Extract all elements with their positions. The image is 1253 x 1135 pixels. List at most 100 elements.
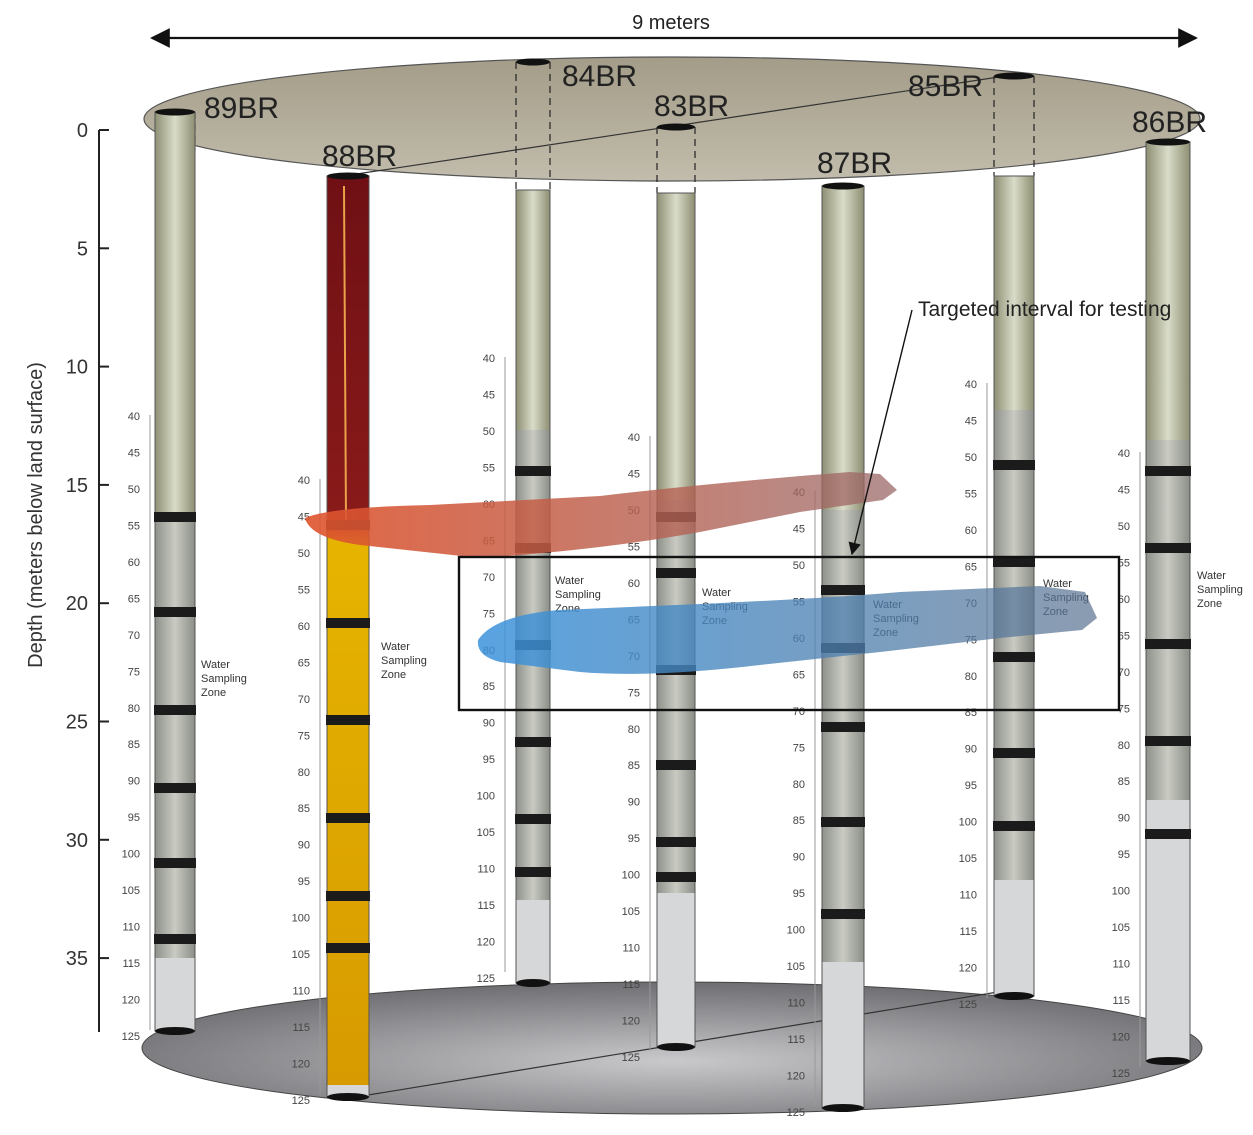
scale-tick-label: 125 — [1112, 1068, 1130, 1080]
scale-tick-label: 105 — [292, 949, 310, 961]
scale-tick-label: 115 — [292, 1022, 310, 1034]
zone-label: Zone — [1197, 598, 1222, 610]
packer-marker — [993, 460, 1035, 470]
scale-tick-label: 40 — [965, 379, 977, 391]
packer-marker — [515, 867, 551, 877]
scale-tick-label: 125 — [622, 1052, 640, 1064]
scale-tick-label: 50 — [793, 560, 805, 572]
rock-core — [155, 515, 195, 958]
rock-core — [657, 500, 695, 893]
scale-tick-label: 60 — [965, 525, 977, 537]
upper-core — [516, 190, 550, 430]
scale-tick-label: 45 — [1118, 484, 1130, 496]
televiewer-log — [327, 176, 369, 1085]
scale-tick-label: 95 — [483, 754, 495, 766]
scale-tick-label: 110 — [122, 922, 140, 934]
scale-tick-label: 55 — [298, 584, 310, 596]
scale-tick-label: 110 — [622, 943, 640, 955]
scale-tick-label: 105 — [787, 961, 805, 973]
borehole-top-cap — [657, 123, 695, 131]
targeted-interval-arrow — [848, 309, 913, 556]
scale-tick-label: 80 — [298, 767, 310, 779]
top-disk — [143, 56, 1201, 182]
blue-target-layer — [477, 586, 1097, 674]
scale-tick-label: 40 — [483, 353, 495, 365]
scale-tick-label: 115 — [1112, 995, 1130, 1007]
scale-tick-label: 80 — [628, 724, 640, 736]
upper-core — [657, 193, 695, 500]
packer-marker — [1145, 466, 1191, 476]
scale-tick-label: 75 — [298, 730, 310, 742]
borehole-label: 84BR — [562, 60, 637, 93]
scale-tick-label: 120 — [292, 1059, 310, 1071]
scale-tick-label: 50 — [1118, 521, 1130, 533]
scale-tick-label: 125 — [787, 1107, 805, 1119]
scale-tick-label: 90 — [128, 776, 140, 788]
zone-label: Water — [381, 641, 410, 653]
scale-tick-label: 125 — [292, 1095, 310, 1107]
scale-tick-label: 100 — [477, 791, 495, 803]
borehole-bottom-cap — [155, 1027, 195, 1035]
scale-tick-label: 85 — [483, 681, 495, 693]
scale-tick-label: 105 — [959, 853, 977, 865]
targeted-interval-box — [457, 555, 1121, 712]
scale-tick-label: 125 — [959, 999, 977, 1011]
borehole-label: 87BR — [817, 147, 892, 180]
borehole-88br: 4045505560657075808590951001051101151201… — [292, 140, 427, 1107]
scale-tick-label: 90 — [298, 840, 310, 852]
scale-tick-label: 75 — [483, 608, 495, 620]
empty-casing — [1146, 800, 1190, 1061]
borehole-89br: 4045505560657075808590951001051101151201… — [122, 92, 279, 1043]
scale-tick-label: 95 — [628, 833, 640, 845]
width-label: 9 meters — [632, 12, 710, 34]
scale-tick-label: 45 — [628, 468, 640, 480]
scale-tick-label: 45 — [483, 389, 495, 401]
zone-label: Water — [1043, 578, 1072, 590]
scale-tick-label: 40 — [628, 432, 640, 444]
scale-tick-label: 115 — [959, 926, 977, 938]
packer-marker — [656, 837, 696, 847]
packer-marker — [1145, 543, 1191, 553]
scale-tick-label: 65 — [128, 593, 140, 605]
scale-tick-label: 55 — [483, 462, 495, 474]
packer-marker — [154, 934, 196, 944]
scale-tick-label: 105 — [477, 827, 495, 839]
scale-tick-label: 80 — [965, 671, 977, 683]
scale-tick-label: 80 — [128, 703, 140, 715]
scale-tick-label: 95 — [793, 888, 805, 900]
scale-tick-label: 100 — [959, 817, 977, 829]
scale-tick-label: 70 — [793, 706, 805, 718]
depth-tick-label: 5 — [77, 238, 88, 260]
scale-tick-label: 105 — [122, 885, 140, 897]
scale-tick-label: 120 — [1112, 1032, 1130, 1044]
scale-tick-label: 65 — [298, 657, 310, 669]
borehole-label: 88BR — [322, 140, 397, 173]
packer-marker — [154, 607, 196, 617]
packer-marker — [1145, 736, 1191, 746]
depth-tick-label: 30 — [66, 830, 88, 852]
scale-tick-label: 100 — [622, 870, 640, 882]
packer-marker — [326, 943, 370, 953]
packer-marker — [993, 748, 1035, 758]
scale-tick-label: 90 — [1118, 813, 1130, 825]
borehole-bottom-cap — [994, 992, 1034, 1000]
borehole-bottom-cap — [516, 979, 550, 987]
scale-tick-label: 115 — [477, 900, 495, 912]
zone-label: Water — [702, 587, 731, 599]
borehole-top-cap — [327, 172, 369, 180]
scale-tick-label: 60 — [298, 621, 310, 633]
scale-tick-label: 110 — [292, 986, 310, 998]
scale-tick-label: 40 — [1118, 448, 1130, 460]
scale-tick-label: 115 — [787, 1034, 805, 1046]
zone-label: Zone — [381, 669, 406, 681]
packer-marker — [821, 817, 865, 827]
borehole-top-cap — [155, 108, 195, 116]
scale-tick-label: 85 — [1118, 776, 1130, 788]
zone-label: Sampling — [201, 673, 247, 685]
packer-marker — [154, 858, 196, 868]
packer-marker — [993, 557, 1035, 567]
borehole-label: 85BR — [908, 70, 983, 103]
empty-casing — [657, 893, 695, 1047]
